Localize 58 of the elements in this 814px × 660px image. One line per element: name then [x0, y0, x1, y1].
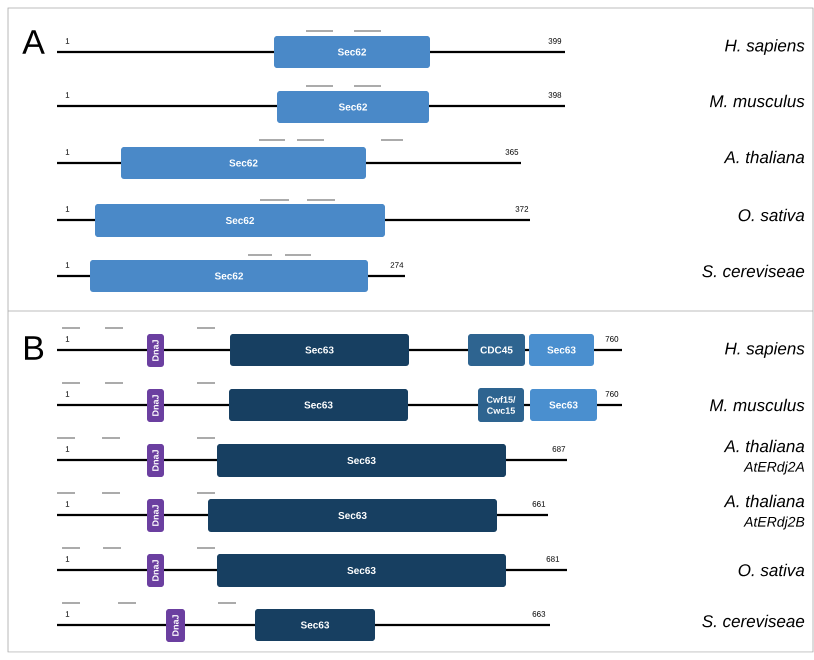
domain-box: Cwf15/ Cwc15: [478, 388, 524, 422]
domain-box: Sec62: [90, 260, 368, 292]
residue-number: 399: [548, 38, 562, 44]
panel-letter: A: [22, 30, 45, 54]
domain-box: Sec62: [274, 36, 430, 68]
species-name: A. thaliana: [724, 440, 804, 452]
domain-box: Sec63: [529, 334, 594, 366]
residue-number: 1: [66, 38, 70, 44]
species-name: S. cereviseae: [702, 264, 804, 278]
residue-number: 1: [66, 149, 70, 155]
domain-box: DnaJ: [147, 389, 164, 422]
residue-number: 661: [532, 501, 546, 507]
residue-number: 663: [532, 611, 546, 617]
residue-number: 1: [66, 556, 70, 562]
residue-number: 398: [548, 92, 562, 98]
residue-number: 1: [66, 336, 70, 342]
domain-box: Sec63: [530, 389, 597, 421]
residue-number: 760: [606, 336, 618, 342]
domain-box: CDC45: [468, 334, 525, 366]
species-name: H. sapiens: [725, 39, 804, 55]
residue-number: 372: [516, 206, 528, 212]
domain-box: DnaJ: [147, 499, 164, 532]
species-name: O. sativa: [738, 564, 804, 576]
domain-box: DnaJ: [147, 554, 164, 587]
residue-number: 1: [66, 206, 70, 212]
residue-number: 760: [606, 391, 618, 397]
gene-name: AtERdj2A: [743, 461, 804, 475]
domain-box: Sec62: [121, 147, 366, 179]
domain-box: Sec62: [95, 204, 385, 237]
residue-number: 1: [66, 501, 70, 507]
species-name: O. sativa: [738, 208, 804, 222]
gene-name: AtERdj2B: [743, 516, 804, 530]
species-name: A. thaliana: [724, 494, 804, 508]
domain-box: Sec63: [217, 444, 506, 477]
panel-letter: B: [25, 336, 44, 360]
domain-box: Sec63: [229, 389, 408, 421]
residue-number: 1: [66, 611, 70, 617]
domain-box: DnaJ: [166, 609, 185, 642]
domain-box: DnaJ: [147, 334, 164, 367]
residue-number: 365: [506, 149, 518, 155]
species-name: S. cereviseae: [702, 614, 804, 628]
domain-box: Sec63: [255, 609, 375, 641]
species-name: H. sapiens: [725, 342, 804, 358]
residue-number: 1: [66, 92, 70, 98]
species-name: A. thaliana: [724, 150, 804, 164]
residue-number: 1: [66, 391, 70, 397]
domain-box: Sec63: [208, 499, 497, 532]
residue-number: 1: [66, 262, 70, 268]
species-name: M. musculus: [710, 94, 804, 108]
residue-number: 274: [390, 262, 404, 268]
domain-box: Sec63: [217, 554, 506, 587]
residue-number: 681: [546, 556, 560, 562]
domain-box: DnaJ: [147, 444, 164, 477]
domain-box: Sec62: [277, 91, 429, 123]
residue-number: 687: [552, 446, 566, 452]
domain-box: Sec63: [230, 334, 409, 366]
residue-number: 1: [66, 446, 70, 452]
species-name: M. musculus: [710, 398, 804, 412]
